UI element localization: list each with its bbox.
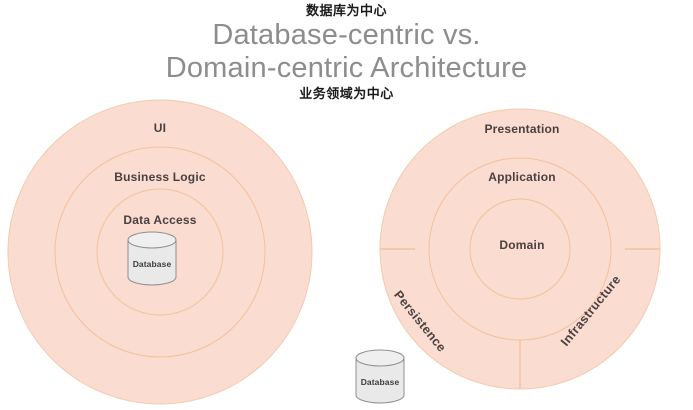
left-label-ui: UI — [153, 121, 167, 135]
right-label-application: Application — [488, 170, 556, 184]
page-title-line-1: Database-centric vs. — [212, 19, 481, 51]
left-database-cylinder[interactable] — [127, 231, 177, 286]
right-database-label: Database — [360, 377, 400, 387]
right-label-presentation: Presentation — [484, 122, 560, 136]
right-database-label-wrap: Database — [356, 358, 404, 403]
left-label-business-logic: Business Logic — [114, 170, 206, 184]
right-label-domain: Domain — [499, 238, 545, 252]
annotation-database-centric: 数据库为中心 — [305, 4, 387, 19]
right-circle-group — [379, 108, 661, 390]
right-database-cylinder[interactable] — [355, 349, 405, 404]
page-title: Database-centric vs. Domain-centric Arch… — [0, 19, 693, 85]
left-database-label: Database — [132, 259, 172, 269]
left-label-data-access: Data Access — [123, 213, 197, 227]
page-title-line-2: Domain-centric Architecture — [165, 52, 528, 84]
right-ring-inner-domain[interactable] — [469, 198, 571, 300]
annotation-domain-centric: 业务领域为中心 — [299, 87, 394, 102]
left-database-label-wrap: Database — [128, 240, 176, 285]
